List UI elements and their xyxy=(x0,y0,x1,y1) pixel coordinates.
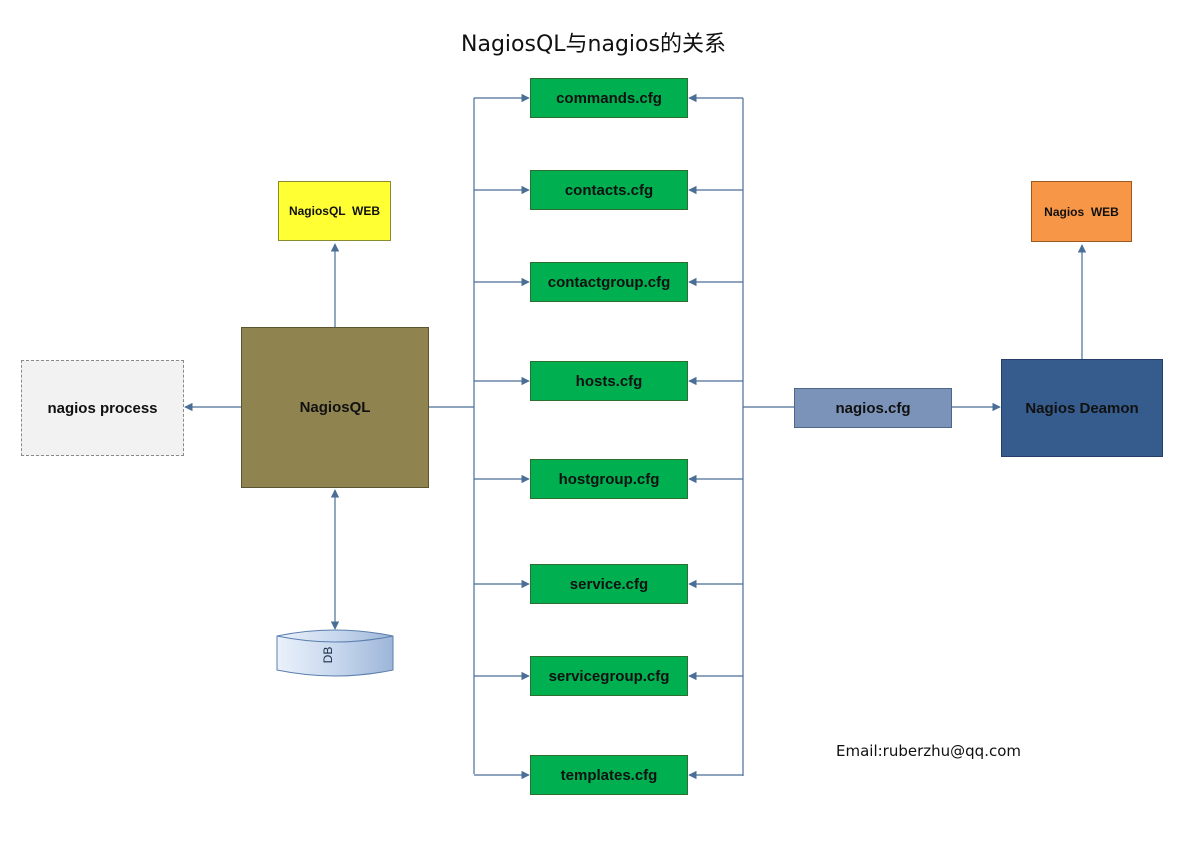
nagios-cfg-box: nagios.cfg xyxy=(794,388,952,428)
cfg-file-box: contacts.cfg xyxy=(530,170,688,210)
nagios-web-label: Nagios WEB xyxy=(1044,204,1119,219)
cfg-file-box: hostgroup.cfg xyxy=(530,459,688,499)
nagios-web-box: Nagios WEB xyxy=(1031,181,1132,242)
cfg-file-box: commands.cfg xyxy=(530,78,688,118)
cfg-file-label: templates.cfg xyxy=(560,766,658,784)
nagiosql-box: NagiosQL xyxy=(241,327,429,488)
nagiosql-label: NagiosQL xyxy=(299,399,371,416)
diagram-title: NagiosQL与nagios的关系 xyxy=(461,32,726,57)
email-text: Email:ruberzhu@qq.com xyxy=(836,742,1021,760)
db-cylinder xyxy=(276,629,394,677)
db-label: DB xyxy=(321,646,335,664)
cfg-file-label: service.cfg xyxy=(569,575,649,593)
cfg-file-box: service.cfg xyxy=(530,564,688,604)
nagios-cfg-label: nagios.cfg xyxy=(835,399,911,417)
cfg-file-label: servicegroup.cfg xyxy=(548,667,670,685)
nagios-process-box: nagios process xyxy=(21,360,184,456)
cfg-file-label: hostgroup.cfg xyxy=(558,470,660,488)
cfg-file-label: contacts.cfg xyxy=(564,181,654,199)
cfg-file-box: hosts.cfg xyxy=(530,361,688,401)
cfg-file-label: commands.cfg xyxy=(556,89,662,107)
cfg-file-label: contactgroup.cfg xyxy=(547,273,671,291)
nagiosql-web-box: NagiosQL WEB xyxy=(278,181,391,241)
cfg-file-box: templates.cfg xyxy=(530,755,688,795)
nagiosql-web-label: NagiosQL WEB xyxy=(288,204,381,218)
cfg-file-box: servicegroup.cfg xyxy=(530,656,688,696)
nagios-process-label: nagios process xyxy=(47,399,158,417)
cfg-file-box: contactgroup.cfg xyxy=(530,262,688,302)
cfg-file-label: hosts.cfg xyxy=(575,372,643,390)
nagios-daemon-label: Nagios Deamon xyxy=(1025,399,1139,417)
nagios-daemon-box: Nagios Deamon xyxy=(1001,359,1163,457)
